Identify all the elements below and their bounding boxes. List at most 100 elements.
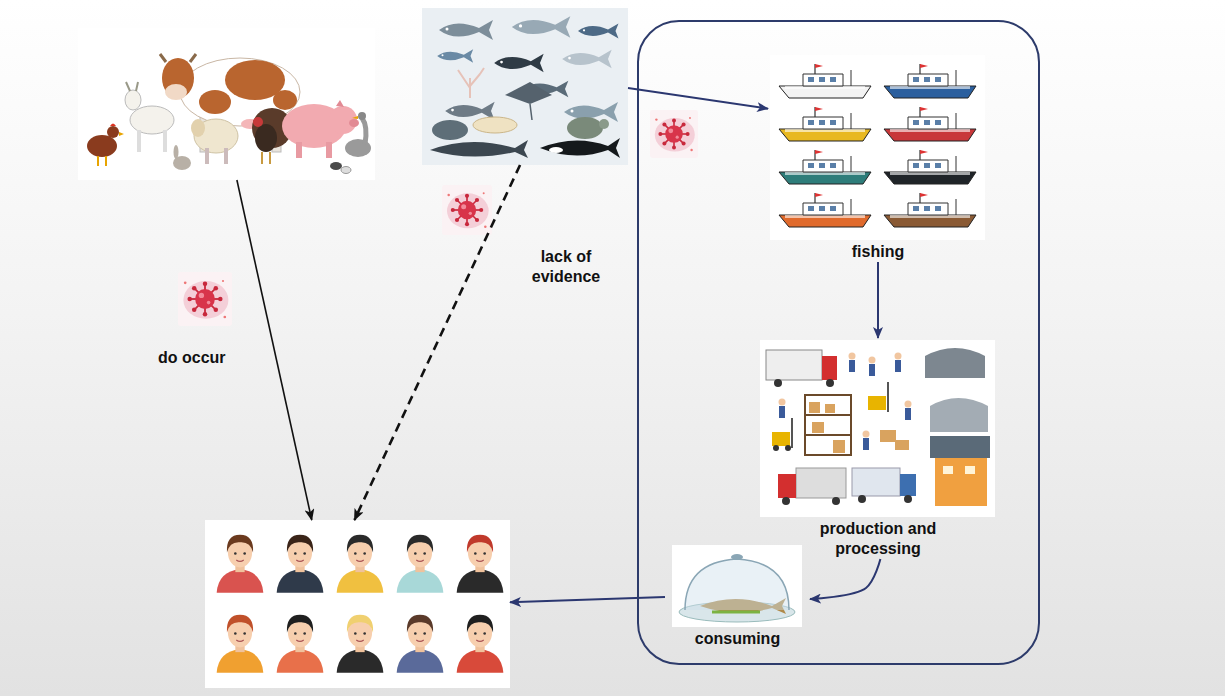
marine-animals-picture-part xyxy=(437,49,473,62)
sheep-figure-part xyxy=(205,148,209,164)
marine-animals-figure xyxy=(422,8,628,165)
production-processing-picture-part xyxy=(772,432,790,446)
production-processing-picture-part xyxy=(773,445,779,451)
production-processing-picture-part xyxy=(822,356,837,380)
flow-arrow xyxy=(628,88,768,109)
flow-arrow xyxy=(237,180,312,520)
production-processing-picture-part xyxy=(760,340,995,517)
step-label: consuming xyxy=(668,627,808,649)
production-processing-picture-part xyxy=(852,468,900,496)
step-label: production and processing xyxy=(793,517,963,559)
marine-animals-picture-part xyxy=(567,117,603,139)
production-processing-picture-part xyxy=(900,474,916,496)
served-fish-picture-part xyxy=(712,611,760,614)
marine-animals-picture-part xyxy=(512,16,570,38)
people-picture-part xyxy=(397,535,444,593)
fishing-boats-picture-part xyxy=(770,55,985,240)
production-processing-picture-part xyxy=(796,468,846,498)
sheep-figure xyxy=(191,119,238,164)
production-processing-picture-part-part xyxy=(895,360,901,372)
marine-animals-picture-part xyxy=(494,54,544,72)
marine-animals-picture-part xyxy=(439,20,493,40)
production-processing-picture-part-part xyxy=(863,438,869,450)
virus-icons xyxy=(178,110,698,326)
production-processing-picture-part xyxy=(925,348,985,378)
production-processing-picture-part xyxy=(930,398,988,432)
production-processing-picture-part xyxy=(825,404,835,413)
production-processing-picture-part xyxy=(774,379,782,387)
chicken-figure-part xyxy=(110,124,116,127)
goat-figure-part xyxy=(163,130,167,152)
processing-step: production and processing xyxy=(758,338,998,559)
cow-figure-part xyxy=(273,90,297,110)
virus-icons-part xyxy=(650,110,698,158)
step-label: fishing xyxy=(778,240,978,262)
served-fish-picture-part xyxy=(672,545,802,627)
people-picture-part xyxy=(457,615,504,673)
chicken-figure-part xyxy=(87,135,117,157)
pig-figure-part xyxy=(326,142,332,158)
production-processing-picture-part-part xyxy=(895,353,902,360)
fishing-boats-picture xyxy=(770,55,985,240)
marine-animals-picture-part xyxy=(473,117,517,133)
served-fish-picture-part xyxy=(731,554,743,560)
served-fish-picture xyxy=(672,545,802,627)
pig-figure-part xyxy=(336,100,344,107)
turkey-figure-part xyxy=(253,117,263,127)
production-processing-picture-part xyxy=(965,466,975,474)
production-processing-picture-part-part xyxy=(805,414,851,416)
turkey-figure-part xyxy=(255,124,277,152)
fishing-boats-picture-part xyxy=(884,193,976,227)
marine-animals-picture-part xyxy=(562,50,612,68)
marine-animals-picture-part xyxy=(549,147,563,153)
production-processing-picture-part xyxy=(895,440,909,450)
production-processing-picture-part xyxy=(935,458,987,506)
people-picture-part xyxy=(277,615,324,673)
connectors xyxy=(237,88,881,602)
goat-figure-part xyxy=(137,130,141,152)
production-processing-picture-part xyxy=(858,495,866,503)
production-processing-picture-part xyxy=(887,382,889,412)
virus-icons-part xyxy=(178,272,232,326)
production-processing-picture-part xyxy=(833,440,845,453)
production-processing-picture-part xyxy=(779,353,912,438)
livestock-picture-part xyxy=(174,145,179,159)
fishing-boats-picture-part xyxy=(779,64,871,98)
fishing-boats-picture-part xyxy=(884,150,976,184)
production-processing-picture-part-part xyxy=(849,360,855,372)
chicken-figure-part xyxy=(119,132,124,136)
production-processing-picture-part xyxy=(809,402,820,413)
dashed-arrow xyxy=(354,165,520,520)
people-picture-part xyxy=(277,535,324,593)
goose-figure xyxy=(345,112,371,157)
production-processing-picture-part-part xyxy=(849,353,856,360)
cow-figure-part xyxy=(160,54,196,62)
people-figure xyxy=(205,520,510,688)
cow-figure-part xyxy=(199,90,231,114)
production-processing-picture-part xyxy=(782,497,790,505)
turkey-figure-part xyxy=(262,152,270,164)
production-processing-picture-part xyxy=(904,495,912,503)
livestock-figure xyxy=(78,28,375,180)
production-processing-picture-part xyxy=(805,395,851,455)
fishing-step: fishing xyxy=(768,52,988,262)
goose-figure-part xyxy=(358,112,366,120)
cow-figure xyxy=(160,54,300,152)
sheep-figure-part xyxy=(224,148,228,164)
consuming-step: consuming xyxy=(665,545,810,649)
goose-figure-part xyxy=(362,118,366,144)
marine-animals-picture-part xyxy=(422,8,628,165)
fishing-boats-picture-part xyxy=(779,150,871,184)
edge-label: lack of evidence xyxy=(520,247,612,287)
flow-arrow xyxy=(510,597,665,602)
production-processing-picture-part xyxy=(868,396,886,410)
marine-animals-picture-part xyxy=(540,138,620,158)
seafood-pathway-group: fishing production and processing consumin… xyxy=(637,20,1040,665)
production-processing-picture-part-part xyxy=(905,408,911,420)
marine-animals-picture-part xyxy=(530,104,532,120)
chicken-figure-part xyxy=(107,126,119,138)
fishing-boats-picture-part xyxy=(884,107,976,141)
